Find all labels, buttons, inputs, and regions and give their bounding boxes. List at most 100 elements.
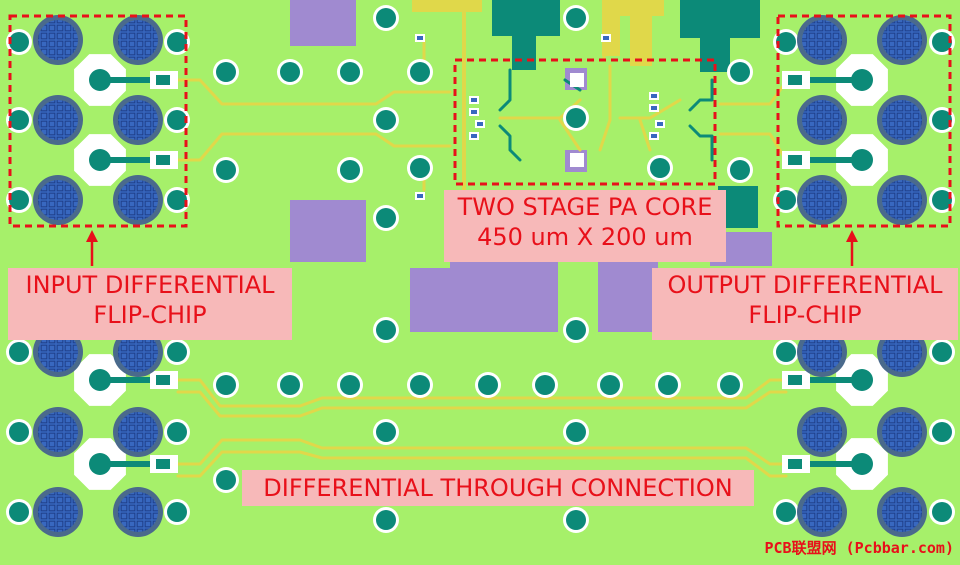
transistor-window xyxy=(570,153,584,167)
via xyxy=(776,342,796,362)
bump-pad-grid xyxy=(38,332,78,372)
via xyxy=(776,502,796,522)
bump-pad-grid xyxy=(802,20,842,60)
pin xyxy=(156,155,170,165)
via xyxy=(340,160,360,180)
pa-core-label: TWO STAGE PA CORE 450 um X 200 um xyxy=(444,190,726,262)
input-label-line1: INPUT DIFFERENTIAL xyxy=(25,271,275,299)
pad-lead xyxy=(100,377,150,383)
via xyxy=(730,160,750,180)
bump-pad-grid xyxy=(38,492,78,532)
via xyxy=(566,320,586,340)
via xyxy=(9,342,29,362)
via xyxy=(167,110,187,130)
bump-pad-grid xyxy=(882,412,922,452)
component-core xyxy=(471,134,477,138)
via xyxy=(932,502,952,522)
via xyxy=(932,422,952,442)
input-flip-chip-label: INPUT DIFFERENTIAL FLIP-CHIP xyxy=(8,268,292,340)
via xyxy=(410,375,430,395)
via xyxy=(340,375,360,395)
output-label-line1: OUTPUT DIFFERENTIAL xyxy=(667,271,943,299)
component-core xyxy=(477,122,483,126)
bump-pad-grid xyxy=(882,20,922,60)
pa-core-size: 450 um X 200 um xyxy=(477,223,693,251)
via xyxy=(376,320,396,340)
via xyxy=(410,158,430,178)
bump-pad-grid xyxy=(38,180,78,220)
via xyxy=(9,110,29,130)
bump-pad-grid xyxy=(802,100,842,140)
bump-pad-grid xyxy=(882,332,922,372)
input-label-line2: FLIP-CHIP xyxy=(93,301,207,329)
through-connection-label: DIFFERENTIAL THROUGH CONNECTION xyxy=(242,470,754,506)
via xyxy=(376,422,396,442)
metal-blocks xyxy=(290,0,772,332)
pad-lead xyxy=(100,157,150,163)
via xyxy=(932,110,952,130)
via xyxy=(9,422,29,442)
bump-pad-grid xyxy=(802,332,842,372)
via xyxy=(167,422,187,442)
transistor-window xyxy=(570,73,584,87)
vias xyxy=(6,5,955,533)
via xyxy=(600,375,620,395)
via xyxy=(650,158,670,178)
bump-pads xyxy=(33,15,927,537)
via xyxy=(410,62,430,82)
via xyxy=(478,375,498,395)
via xyxy=(9,190,29,210)
via xyxy=(376,8,396,28)
highlight-frames xyxy=(8,14,952,228)
via xyxy=(216,375,236,395)
via xyxy=(776,190,796,210)
pin xyxy=(156,459,170,469)
component-core xyxy=(471,110,477,114)
via xyxy=(566,510,586,530)
pa-core-title: TWO STAGE PA CORE xyxy=(457,193,713,221)
bump-pad-grid xyxy=(118,492,158,532)
bump-pad-grid xyxy=(882,100,922,140)
through-label-text: DIFFERENTIAL THROUGH CONNECTION xyxy=(263,474,733,502)
via xyxy=(167,32,187,52)
pointer-arrows xyxy=(86,230,858,266)
bump-pad-grid xyxy=(802,492,842,532)
component-core xyxy=(417,194,423,198)
bond-blocks xyxy=(492,0,760,228)
bump-pad-grid xyxy=(882,180,922,220)
pin xyxy=(788,155,802,165)
pad-lead xyxy=(810,377,862,383)
via xyxy=(167,502,187,522)
via xyxy=(932,32,952,52)
component-core xyxy=(651,134,657,138)
via xyxy=(720,375,740,395)
bump-pad-grid xyxy=(118,100,158,140)
core-components xyxy=(415,34,665,200)
via xyxy=(376,110,396,130)
pad-lead xyxy=(100,77,150,83)
core-traces xyxy=(498,68,714,162)
pin xyxy=(788,375,802,385)
bump-pad-grid xyxy=(118,180,158,220)
bump-pad-grid xyxy=(38,20,78,60)
via xyxy=(376,208,396,228)
pin xyxy=(156,75,170,85)
component-core xyxy=(471,98,477,102)
bump-pad-grid xyxy=(802,412,842,452)
bump-pad-grid xyxy=(118,412,158,452)
via xyxy=(376,510,396,530)
bump-pad-grid xyxy=(882,492,922,532)
output-label-line2: FLIP-CHIP xyxy=(748,301,862,329)
output-flip-chip-label: OUTPUT DIFFERENTIAL FLIP-CHIP xyxy=(652,268,958,340)
via xyxy=(9,502,29,522)
via xyxy=(566,8,586,28)
via xyxy=(280,62,300,82)
bump-pad-grid xyxy=(38,412,78,452)
via xyxy=(730,62,750,82)
component-core xyxy=(651,94,657,98)
pad-lead xyxy=(810,461,862,467)
via xyxy=(216,160,236,180)
flip-chip-white-pads xyxy=(74,54,888,490)
